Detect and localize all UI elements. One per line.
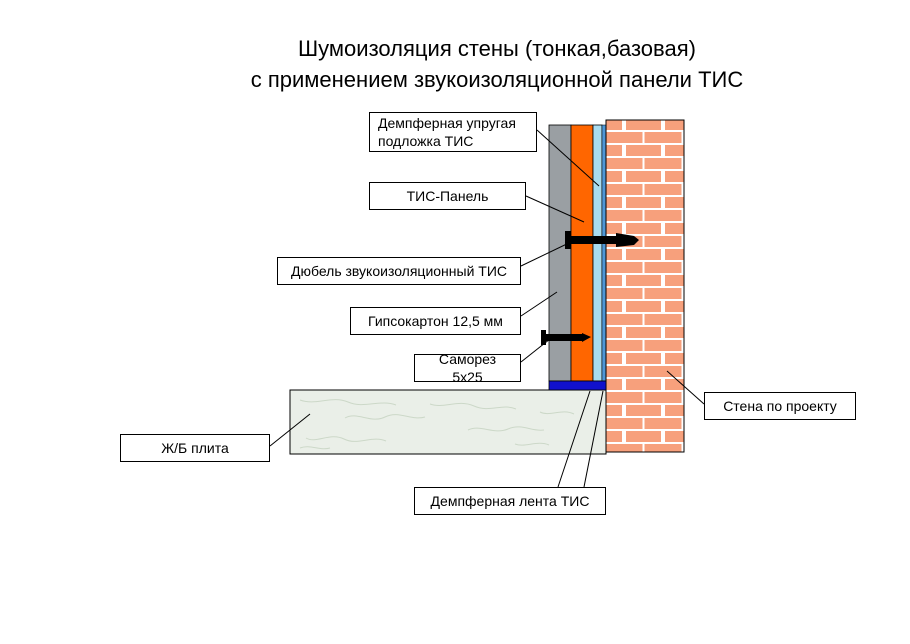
label-slab: Ж/Б плита — [120, 434, 270, 462]
screw-fastener — [541, 330, 591, 345]
leader-gypsum — [520, 291, 558, 317]
label-damper-tape: Демпферная лента ТИС — [414, 487, 606, 515]
dowel-fastener — [565, 231, 639, 249]
label-damper-underlay: Демпферная упругая подложка ТИС — [369, 112, 537, 152]
leader-lines — [269, 129, 705, 488]
label-tis-panel: ТИС-Панель — [369, 182, 526, 210]
label-gypsum: Гипсокартон 12,5 мм — [350, 307, 521, 335]
diagram-title: Шумоизоляция стены (тонкая,базовая) с пр… — [42, 33, 910, 95]
brick-wall — [605, 119, 685, 453]
leader-tape-left — [557, 390, 591, 488]
leader-slab — [269, 413, 311, 447]
gypsum-board-layer — [548, 124, 572, 382]
damper-underlay-edge — [601, 124, 607, 382]
label-project-wall: Стена по проекту — [704, 392, 856, 420]
title-line-2: с применением звукоизоляционной панели Т… — [250, 67, 744, 92]
leader-tape-right — [583, 390, 604, 488]
label-dowel: Дюбель звукоизоляционный ТИС — [277, 257, 521, 285]
title-line-1: Шумоизоляция стены (тонкая,базовая) — [298, 36, 696, 61]
label-screw: Саморез 5x25 — [414, 351, 521, 385]
leader-dowel — [520, 240, 574, 267]
damper-tape — [548, 380, 607, 391]
leader-panel — [525, 195, 585, 223]
leader-underlay — [536, 129, 600, 187]
slab-texture — [299, 399, 575, 450]
leader-project-wall — [666, 370, 705, 405]
leader-screw — [520, 338, 551, 363]
damper-underlay-layer — [592, 124, 603, 382]
